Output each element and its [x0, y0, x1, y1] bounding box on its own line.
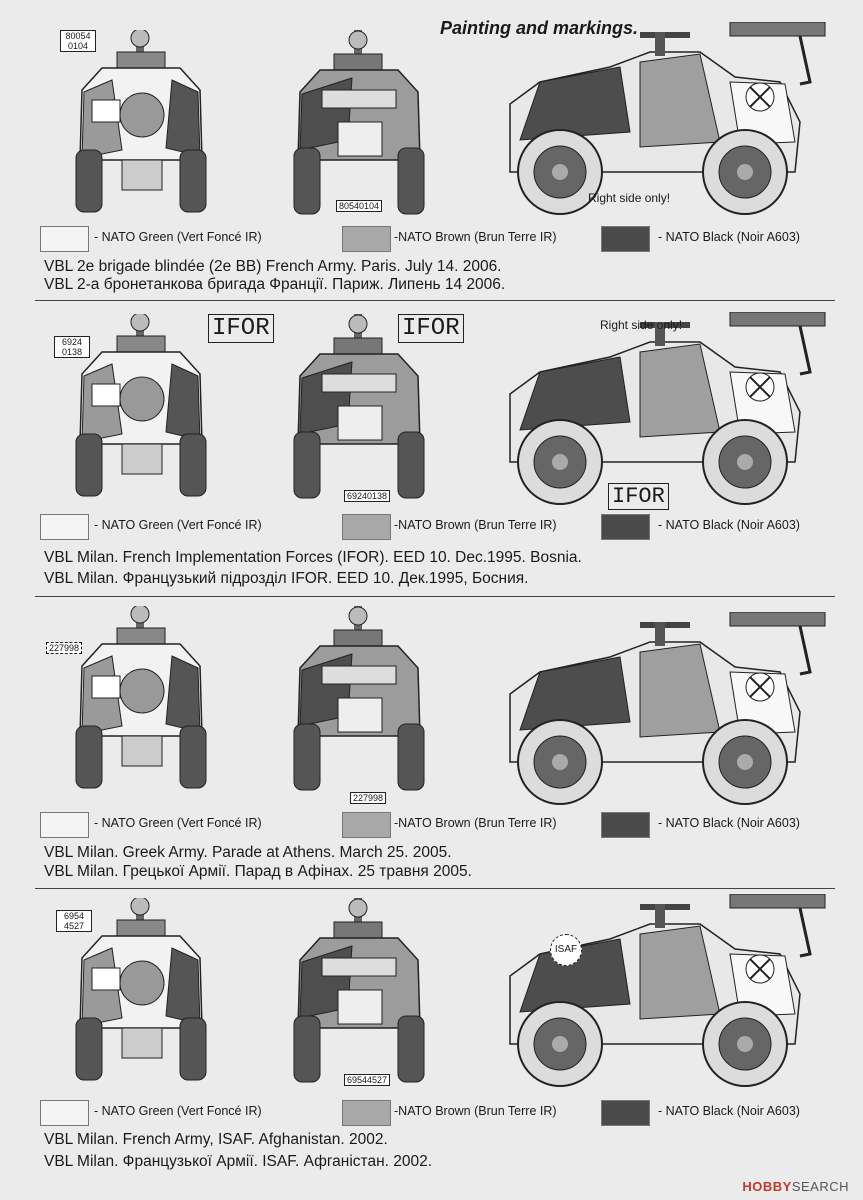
legend-black: NATO Black (Noir A603) — [665, 230, 800, 244]
legend-brown: -NATO Brown (Brun Terre IR) — [394, 518, 557, 532]
legend-black: NATO Black (Noir A603) — [665, 1104, 800, 1118]
vehicle-rear-view — [75, 606, 207, 789]
page-title: Painting and markings. — [440, 18, 639, 38]
plate-left: 6924 0138 — [54, 336, 90, 358]
color-legend: - NATO Green (Vert Foncé IR) -NATO Brown… — [0, 1100, 863, 1130]
vehicle-front-view — [293, 606, 425, 791]
swatch-green — [40, 1100, 89, 1126]
color-legend: - NATO Green (Vert Foncé IR) -NATO Brown… — [0, 514, 863, 544]
caption-ua: VBL Milan. Грецької Армії. Парад в Афіна… — [44, 863, 472, 880]
legend-black: NATO Black (Noir A603) — [665, 816, 800, 830]
plate-left: 80054 0104 — [60, 30, 96, 52]
divider — [35, 300, 835, 301]
swatch-black — [601, 226, 650, 252]
caption-ua: VBL Milan. Французької Армії. ISAF. Афга… — [44, 1153, 433, 1170]
vehicle-front-view — [293, 30, 425, 215]
ifor-badge-rear: IFOR — [208, 314, 274, 343]
caption-ua: VBL 2-а бронетанкова бригада Франції. Па… — [44, 276, 506, 293]
swatch-green — [40, 226, 89, 252]
caption-en: VBL Milan. Greek Army. Parade at Athens.… — [44, 844, 452, 861]
isaf-badge: ISAF — [550, 934, 582, 966]
swatch-black — [601, 514, 650, 540]
divider — [35, 888, 835, 889]
ifor-badge-side: IFOR — [608, 483, 669, 510]
vehicle-side-view — [508, 894, 827, 1088]
divider — [35, 596, 835, 597]
caption-en: VBL 2e brigade blindée (2e BB) French Ar… — [44, 258, 502, 275]
legend-brown: -NATO Brown (Brun Terre IR) — [394, 1104, 557, 1118]
vehicle-front-view — [293, 898, 425, 1083]
legend-green: NATO Green (Vert Foncé IR) — [101, 816, 262, 830]
plate-front: 69240138 — [344, 490, 391, 502]
ifor-badge-front: IFOR — [398, 314, 464, 343]
swatch-black — [601, 812, 650, 838]
plate-left: 227998 — [46, 642, 83, 654]
legend-green: NATO Green (Vert Foncé IR) — [101, 1104, 262, 1118]
right-side-callout: Right side only! — [600, 318, 683, 332]
caption-ua: VBL Milan. Французький підрозділ IFOR. E… — [44, 570, 529, 587]
plate-front: 80540104 — [336, 200, 383, 212]
legend-brown: -NATO Brown (Brun Terre IR) — [394, 230, 557, 244]
caption-en: VBL Milan. French Implementation Forces … — [44, 549, 582, 566]
swatch-green — [40, 812, 89, 838]
plate-front: 69544527 — [344, 1074, 391, 1086]
vehicle-side-view — [508, 612, 827, 806]
legend-green: NATO Green (Vert Foncé IR) — [101, 518, 262, 532]
caption-en: VBL Milan. French Army, ISAF. Afghanista… — [44, 1131, 388, 1148]
legend-brown: -NATO Brown (Brun Terre IR) — [394, 816, 557, 830]
right-side-callout: Right side only! — [588, 191, 671, 205]
legend-black: NATO Black (Noir A603) — [665, 518, 800, 532]
swatch-brown — [342, 812, 391, 838]
color-legend: - NATO Green (Vert Foncé IR) -NATO Brown… — [0, 812, 863, 842]
swatch-black — [601, 1100, 650, 1126]
swatch-brown — [342, 1100, 391, 1126]
plate-front: 227998 — [350, 792, 387, 804]
vehicle-side-view — [508, 312, 827, 506]
color-legend: - NATO Green (Vert Foncé IR) -NATO Brown… — [0, 226, 863, 256]
plate-left: 6954 4527 — [56, 910, 92, 932]
swatch-brown — [342, 226, 391, 252]
swatch-green — [40, 514, 89, 540]
vehicle-rear-view — [75, 30, 207, 213]
legend-green: NATO Green (Vert Foncé IR) — [101, 230, 262, 244]
watermark-logo: HOBBYSEARCH — [742, 1179, 849, 1194]
swatch-brown — [342, 514, 391, 540]
